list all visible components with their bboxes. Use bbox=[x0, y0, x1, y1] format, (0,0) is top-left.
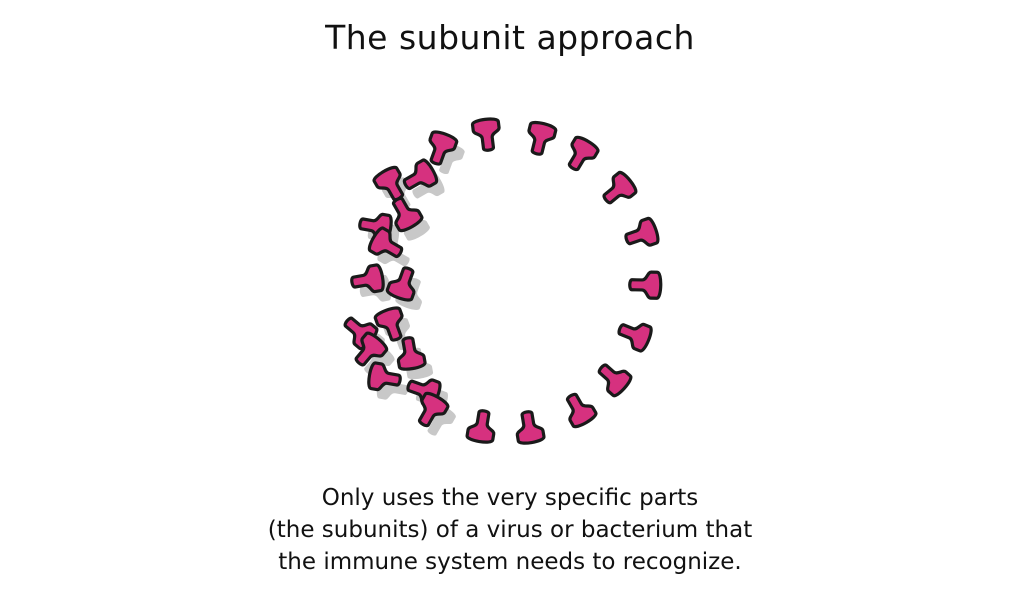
y-shaped-protein-subunit-icon bbox=[613, 314, 656, 354]
y-shaped-protein-subunit-icon bbox=[464, 407, 499, 446]
y-shaped-protein-subunit-icon bbox=[558, 387, 600, 431]
y-shaped-protein-subunit-icon bbox=[512, 408, 547, 447]
y-shaped-protein-subunit-icon bbox=[627, 270, 663, 300]
caption-line-1: Only uses the very specific parts bbox=[321, 485, 699, 511]
caption-line-2: (the subunits) of a virus or bacterium t… bbox=[267, 517, 753, 543]
y-shaped-protein-subunit-icon bbox=[620, 215, 662, 254]
y-shaped-protein-subunit-icon bbox=[559, 133, 602, 177]
y-shaped-protein-subunit-icon bbox=[470, 116, 504, 154]
y-shaped-protein-subunit-icon bbox=[591, 356, 635, 400]
y-shaped-protein-subunit-icon bbox=[596, 168, 640, 212]
caption: Only uses the very specific parts (the s… bbox=[0, 482, 1020, 578]
diagram-title: The subunit approach bbox=[325, 18, 695, 57]
y-shaped-protein-subunit-icon bbox=[522, 119, 559, 159]
caption-line-3: the immune system needs to recognize. bbox=[278, 549, 742, 575]
